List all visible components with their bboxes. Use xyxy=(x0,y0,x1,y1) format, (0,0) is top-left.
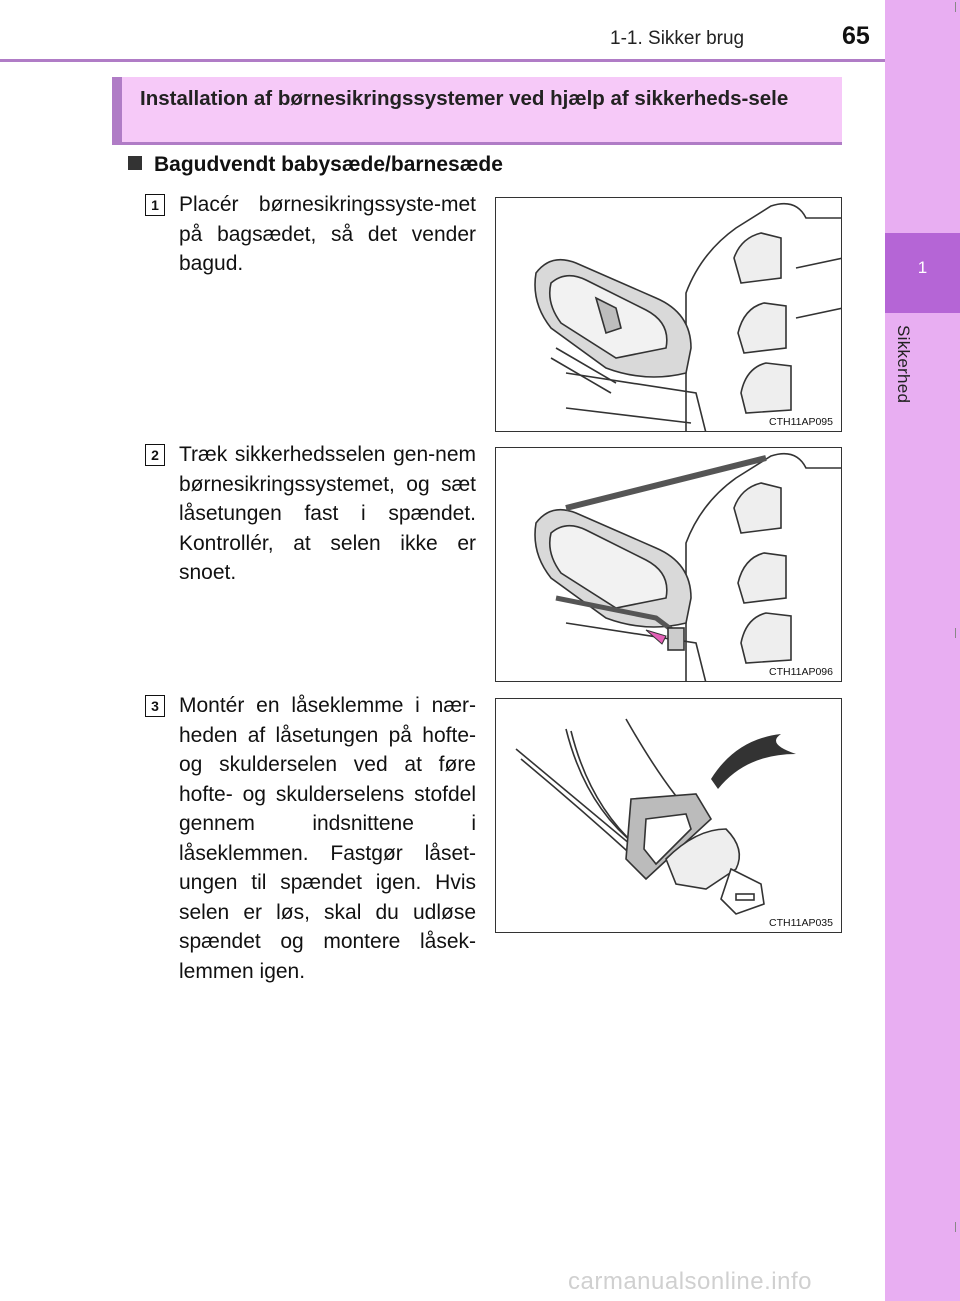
step-text: Placér børnesikringssyste-met på bagsæde… xyxy=(179,193,476,275)
chapter-number-box xyxy=(885,233,960,313)
section-heading-box: Installation af børnesikringssystemer ve… xyxy=(112,77,842,145)
watermark: carmanualsonline.info xyxy=(568,1268,812,1295)
subheading-text: Bagudvendt babysæde/barnesæde xyxy=(154,153,503,176)
step-number: 3 xyxy=(145,695,165,717)
step-number: 2 xyxy=(145,444,165,466)
section-title: 1-1. Sikker brug xyxy=(610,28,745,49)
crop-mark xyxy=(955,1222,956,1232)
chapter-label: Sikkerhed xyxy=(894,325,913,404)
figure-code: CTH11AP096 xyxy=(766,666,835,678)
figure-code: CTH11AP035 xyxy=(766,917,835,929)
pink-arrow-icon xyxy=(645,629,667,645)
belt-routing-illustration xyxy=(534,452,841,681)
header-divider xyxy=(0,59,885,62)
arrow-icon xyxy=(711,734,796,789)
figure-code: CTH11AP095 xyxy=(766,416,835,428)
page-number: 65 xyxy=(842,22,870,50)
figure-route-belt: CTH11AP096 xyxy=(495,447,842,682)
step-text: Montér en låseklemme i nær-heden af låse… xyxy=(179,694,476,983)
crop-mark xyxy=(955,2,956,12)
section-heading: Installation af børnesikringssystemer ve… xyxy=(140,87,789,110)
square-bullet-icon xyxy=(128,156,142,170)
locking-clip-illustration xyxy=(515,718,796,915)
car-seat-illustration xyxy=(534,202,841,431)
figure-rear-facing-seat-placement: CTH11AP095 xyxy=(495,197,842,432)
step-text: Træk sikkerhedsselen gen-nem børnesikrin… xyxy=(179,443,476,584)
figure-locking-clip: CTH11AP035 xyxy=(495,698,842,933)
crop-mark xyxy=(955,628,956,638)
chapter-side-tab xyxy=(885,0,960,1301)
subheading: Bagudvendt babysæde/barnesæde xyxy=(128,153,503,177)
step-number: 1 xyxy=(145,194,165,216)
chapter-number: 1 xyxy=(917,258,928,277)
